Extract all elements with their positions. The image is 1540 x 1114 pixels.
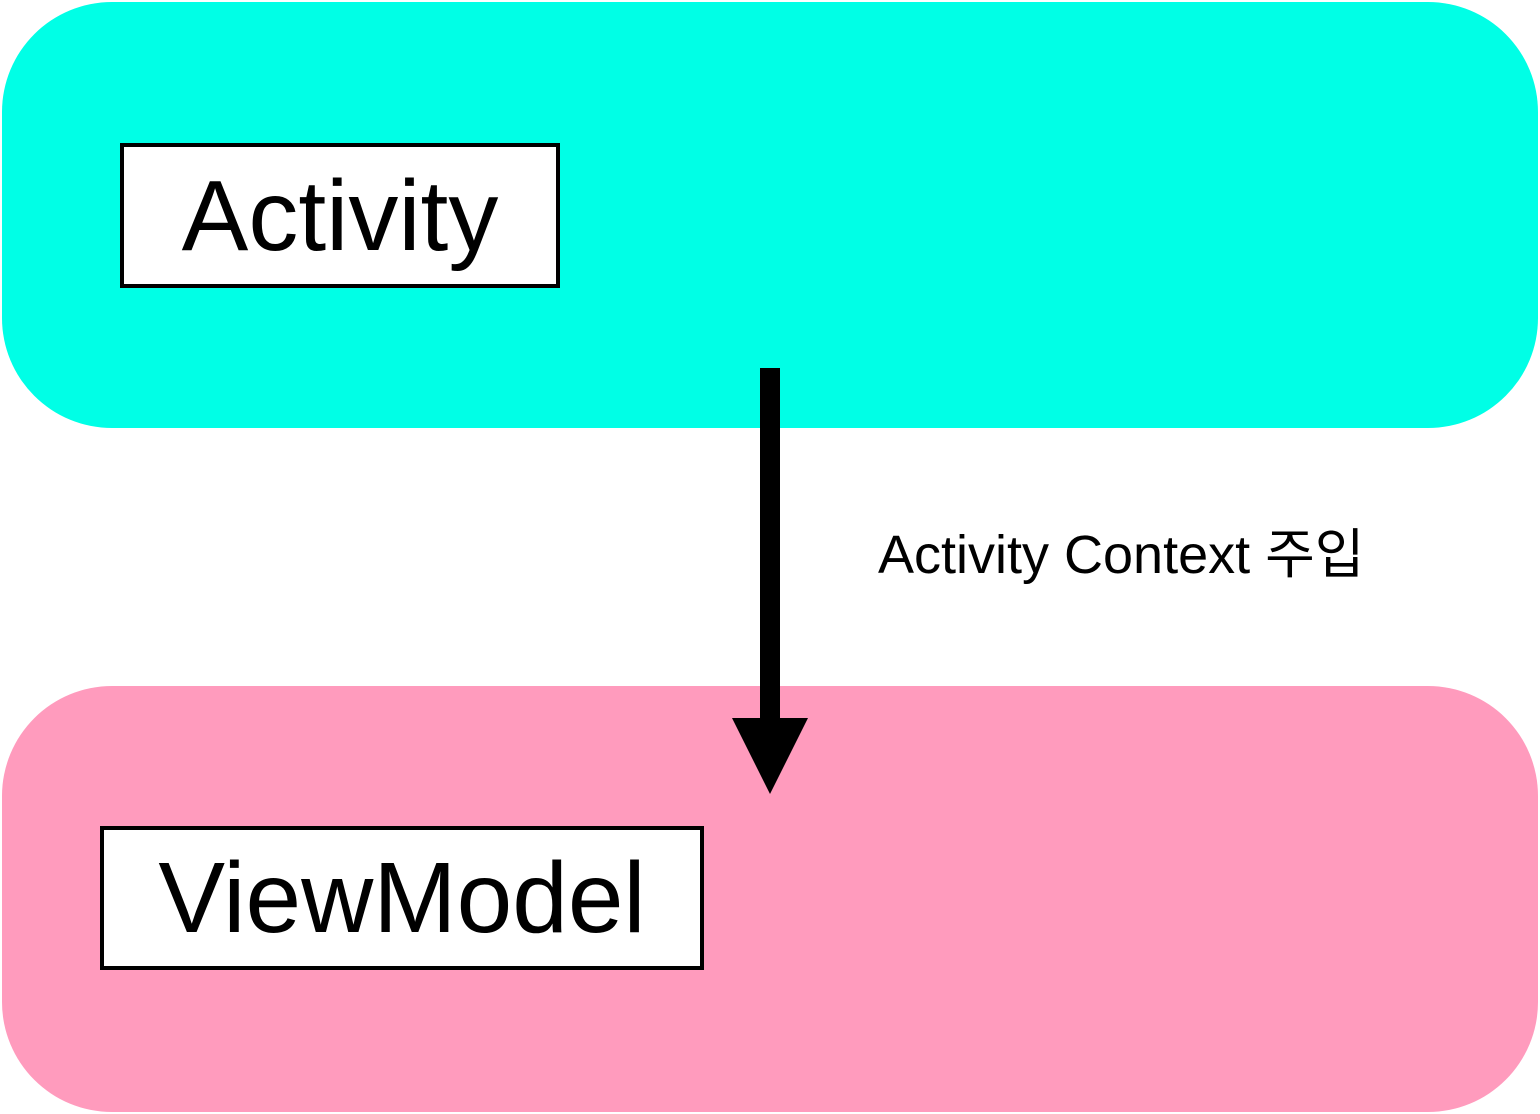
activity-node: Activity bbox=[120, 143, 560, 288]
viewmodel-node: ViewModel bbox=[100, 826, 704, 970]
viewmodel-node-label: ViewModel bbox=[158, 842, 646, 954]
activity-node-label: Activity bbox=[181, 159, 499, 272]
edge-label: Activity Context 주입 bbox=[878, 525, 1365, 585]
